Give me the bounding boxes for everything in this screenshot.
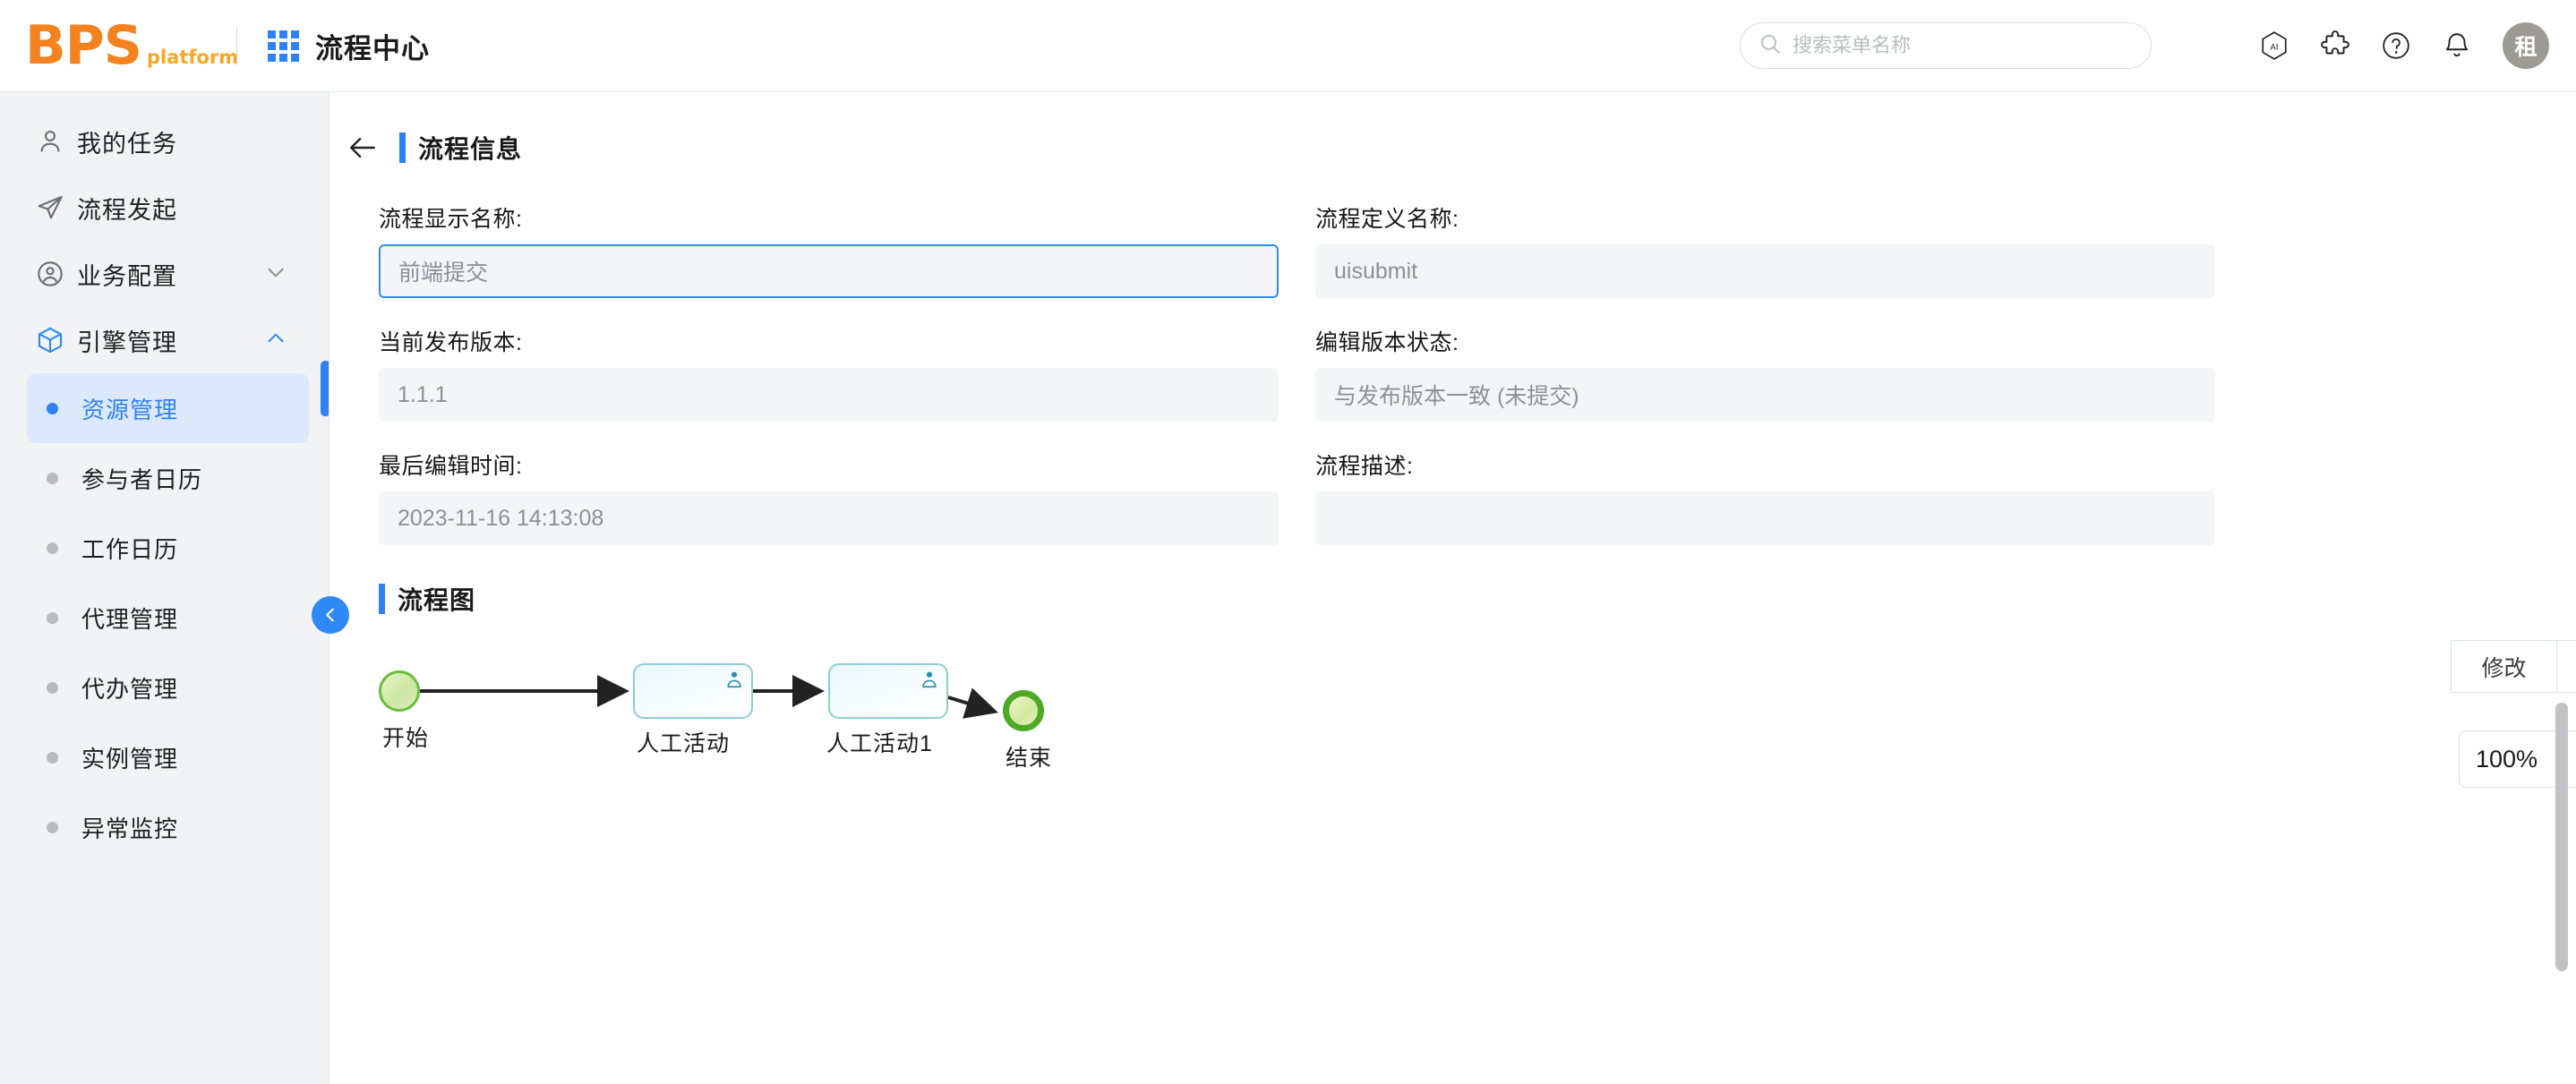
puzzle-icon[interactable] <box>2320 30 2350 61</box>
header-icon-group: AI 租 <box>2259 22 2549 69</box>
bullet-icon <box>47 752 58 764</box>
field-label: 当前发布版本: <box>379 325 1279 357</box>
submit-button[interactable]: 提交 <box>2556 640 2576 693</box>
logo-platform-text: platform <box>147 47 238 68</box>
field-process-description: 流程描述: <box>1315 432 2215 545</box>
modify-button[interactable]: 修改 <box>2451 640 2557 693</box>
process-description-value <box>1315 491 2215 545</box>
search-input[interactable] <box>1793 34 2133 57</box>
field-label: 编辑版本状态: <box>1315 325 2215 357</box>
app-header: BPS platform 流程中心 AI <box>0 0 2576 92</box>
bullet-icon <box>47 403 58 414</box>
field-process-definition-name: 流程定义名称: uisubmit <box>1315 185 2215 298</box>
sidebar-item-work-calendar[interactable]: 工作日历 <box>27 513 309 583</box>
bullet-icon <box>47 542 58 554</box>
arrow-left-icon[interactable] <box>347 132 378 163</box>
ai-icon[interactable]: AI <box>2259 30 2289 61</box>
sidebar-item-engine-management[interactable]: 引擎管理 <box>0 307 329 373</box>
sidebar-item-business-config[interactable]: 业务配置 <box>0 241 329 307</box>
sidebar-collapse-button[interactable] <box>312 596 349 634</box>
sidebar-sub-label: 异常监控 <box>81 811 178 844</box>
sidebar-item-delegate-management[interactable]: 代办管理 <box>27 653 309 722</box>
process-display-name-input[interactable]: 前端提交 <box>379 244 1279 298</box>
brand-logo[interactable]: BPS platform <box>25 19 231 73</box>
action-button-group: 修改 提交 提取 <box>2452 640 2576 693</box>
field-current-published-version: 当前发布版本: 1.1.1 <box>379 309 1279 422</box>
sidebar-label: 业务配置 <box>77 257 177 292</box>
flow-node-label: 人工活动1 <box>826 726 933 758</box>
section-accent-bar <box>379 584 385 614</box>
sidebar-label: 我的任务 <box>77 124 177 159</box>
sidebar-sub-label: 代办管理 <box>81 671 178 704</box>
svg-text:AI: AI <box>2270 42 2278 52</box>
flowchart-header: 流程图 <box>379 581 2576 617</box>
flow-node-label: 开始 <box>382 721 429 753</box>
field-process-display-name: 流程显示名称: 前端提交 <box>379 185 1279 298</box>
header-divider <box>236 26 237 65</box>
flow-node-start-event[interactable] <box>379 670 420 712</box>
bullet-icon <box>47 473 58 484</box>
sidebar-label: 流程发起 <box>77 191 177 226</box>
bullet-icon <box>47 822 58 833</box>
sidebar-sub-label: 资源管理 <box>81 392 178 425</box>
flow-node-user-task-1[interactable] <box>633 663 753 719</box>
sidebar-sub-label: 代理管理 <box>81 602 178 635</box>
user-icon <box>36 127 77 156</box>
user-task-icon <box>920 670 939 694</box>
active-item-indicator <box>321 361 329 416</box>
sidebar-item-instance-management[interactable]: 实例管理 <box>27 722 309 792</box>
bullet-icon <box>47 682 58 694</box>
sidebar-sub-label: 参与者日历 <box>81 462 202 495</box>
app-title: 流程中心 <box>315 26 430 66</box>
section-accent-bar <box>399 132 406 163</box>
sidebar: 我的任务 流程发起 业务配置 引擎管理 <box>0 92 329 1084</box>
help-icon[interactable] <box>2381 30 2411 61</box>
section-header: 流程信息 <box>347 130 2576 166</box>
account-circle-icon <box>36 260 77 288</box>
last-edit-time-value: 2023-11-16 14:13:08 <box>379 491 1279 545</box>
sidebar-item-exception-monitor[interactable]: 异常监控 <box>27 792 309 862</box>
header-right-cluster: AI 租 <box>1740 22 2549 69</box>
main-content: 流程信息 流程显示名称: 前端提交 流程定义名称: uisubmit 当前发布版… <box>329 92 2576 1084</box>
sidebar-item-process-start[interactable]: 流程发起 <box>0 175 329 241</box>
process-definition-name-value: uisubmit <box>1315 244 2215 298</box>
edit-version-status-value: 与发布版本一致 (未提交) <box>1315 368 2215 422</box>
chevron-up-icon[interactable] <box>264 327 287 354</box>
field-last-edit-time: 最后编辑时间: 2023-11-16 14:13:08 <box>379 432 1279 545</box>
flow-node-label: 结束 <box>1006 740 1052 772</box>
zoom-level-value: 100% <box>2476 746 2537 773</box>
sidebar-item-agent-management[interactable]: 代理管理 <box>27 583 309 653</box>
logo-bps-text: BPS <box>25 19 141 73</box>
current-published-version-value: 1.1.1 <box>379 368 1279 422</box>
flow-node-user-task-2[interactable] <box>828 663 948 719</box>
flow-node-end-event[interactable] <box>1003 690 1044 731</box>
app-grid-icon[interactable] <box>268 30 299 62</box>
flowchart-title: 流程图 <box>398 581 475 617</box>
bullet-icon <box>47 612 58 624</box>
sidebar-label: 引擎管理 <box>77 323 177 358</box>
sidebar-sub-label: 实例管理 <box>81 741 178 774</box>
search-box[interactable] <box>1740 22 2152 69</box>
field-label: 最后编辑时间: <box>379 448 1279 481</box>
field-label: 流程描述: <box>1315 448 2215 481</box>
send-icon <box>36 193 77 222</box>
avatar[interactable]: 租 <box>2503 22 2549 69</box>
user-task-icon <box>724 670 744 694</box>
cube-icon <box>36 326 77 354</box>
sidebar-item-participant-calendar[interactable]: 参与者日历 <box>27 443 309 513</box>
sidebar-sub-label: 工作日历 <box>81 532 178 565</box>
process-info-form: 流程显示名称: 前端提交 流程定义名称: uisubmit 当前发布版本: 1.… <box>379 185 2215 556</box>
search-icon <box>1759 32 1782 60</box>
sidebar-item-my-tasks[interactable]: 我的任务 <box>0 108 329 175</box>
field-label: 流程定义名称: <box>1315 201 2215 234</box>
page-title: 流程信息 <box>418 130 522 166</box>
field-label: 流程显示名称: <box>379 201 1279 234</box>
sidebar-item-resource-management[interactable]: 资源管理 <box>27 373 309 443</box>
vertical-scrollbar[interactable] <box>2555 703 2568 971</box>
chevron-down-icon[interactable] <box>264 260 287 288</box>
flow-node-label: 人工活动 <box>637 726 730 758</box>
flowchart-canvas[interactable]: 开始 人工活动 人工活动1 结束 <box>379 617 2259 993</box>
bell-icon[interactable] <box>2442 30 2472 61</box>
field-edit-version-status: 编辑版本状态: 与发布版本一致 (未提交) <box>1315 309 2215 422</box>
